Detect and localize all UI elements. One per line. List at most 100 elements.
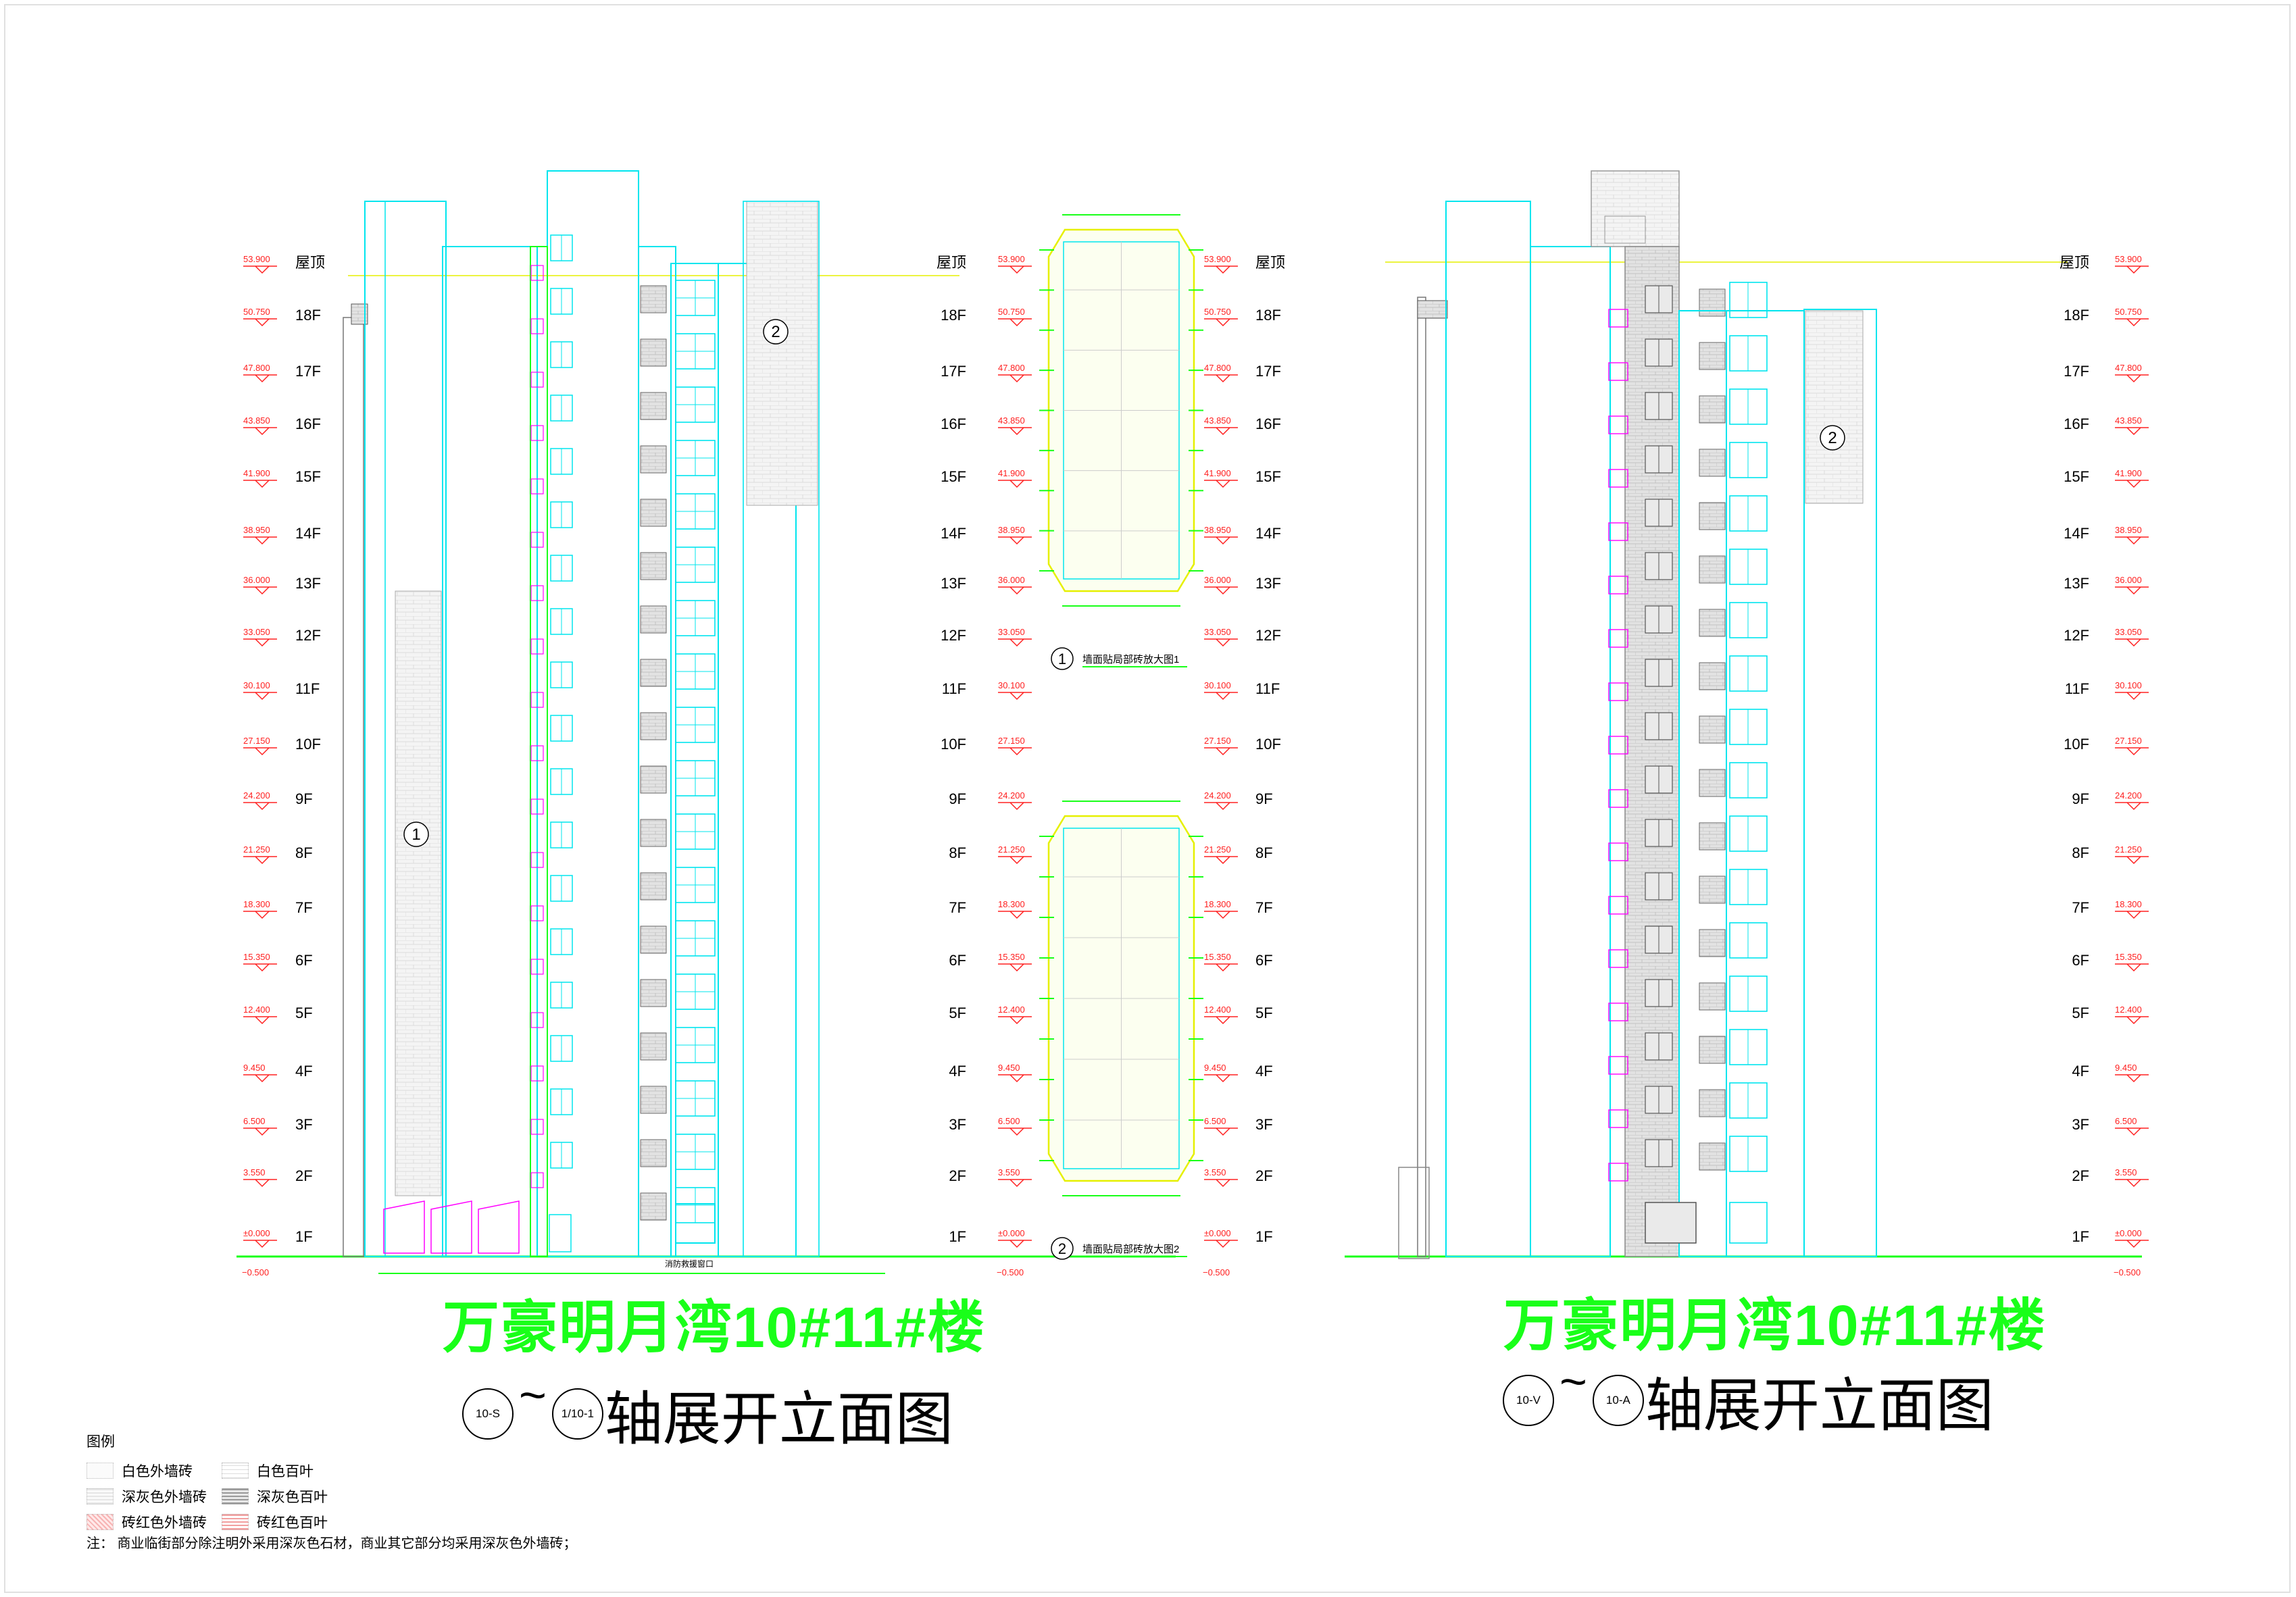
red-louver <box>1608 1056 1628 1075</box>
core <box>547 170 639 1257</box>
red-louver <box>530 1119 544 1135</box>
swatch-grey-tile <box>86 1488 114 1504</box>
level-value: 38.950 <box>1204 525 1231 535</box>
level-value: 47.800 <box>243 363 270 373</box>
red-louver <box>530 959 544 975</box>
level-marks: 屋顶18F17F16F15F14F13F12F11F10F9F8F7F6F5F4… <box>242 254 2149 1277</box>
block-b <box>442 246 538 1257</box>
block-d <box>1726 310 1805 1257</box>
red-louver <box>530 532 544 548</box>
floor-label: 2F <box>2072 1167 2089 1184</box>
right-elevation: 2 <box>1345 170 2142 1259</box>
balcony-rail <box>640 392 667 420</box>
balcony-rail <box>640 605 667 634</box>
level-value: 38.950 <box>998 525 1025 535</box>
level-value: 47.800 <box>2115 363 2142 373</box>
level-triangle <box>1216 374 1230 383</box>
detail-num-circle <box>1051 1237 1074 1260</box>
balcony-rail <box>1699 395 1726 424</box>
level-triangle <box>2126 1127 2141 1136</box>
legend: 图例 白色外墙砖 白色百叶 深灰色外墙砖 深灰色百叶 砖红色外墙砖 砖红色百叶 <box>86 1431 357 1532</box>
level-value: 6.500 <box>998 1116 1020 1126</box>
balcony-rail <box>640 659 667 687</box>
detail-num-2: 2 <box>1058 1240 1066 1257</box>
red-louver <box>1608 1109 1628 1128</box>
level-value: 53.900 <box>243 254 270 264</box>
red-louver <box>530 905 544 921</box>
level-value: 21.250 <box>1204 844 1231 855</box>
level-triangle <box>255 1016 270 1025</box>
floor-label: 2F <box>949 1167 966 1184</box>
level-value: ±0.000 <box>2115 1228 2142 1238</box>
entrance-label: 消防救援窗口 <box>665 1259 714 1269</box>
level-triangle <box>255 374 270 383</box>
floor-label: 3F <box>1255 1116 1273 1133</box>
mark-circle-1 <box>403 821 429 847</box>
swatch-white-tile <box>86 1463 114 1479</box>
red-louver <box>530 318 544 334</box>
red-louver <box>1608 789 1628 808</box>
floor-label: 8F <box>1255 844 1273 861</box>
block-a-inner <box>384 201 447 1257</box>
floor-label: 12F <box>941 627 966 644</box>
balcony-rail <box>1699 662 1726 690</box>
block-d <box>670 263 719 1257</box>
floor-label: 7F <box>295 899 313 916</box>
level-value: 33.050 <box>243 627 270 637</box>
floor-label: 14F <box>941 525 966 542</box>
floor-label: 18F <box>295 307 321 324</box>
floor-label: 1F <box>2072 1228 2089 1245</box>
level-value: 41.900 <box>1204 468 1231 478</box>
level-triangle <box>1216 318 1230 327</box>
level-value: 15.350 <box>998 952 1025 962</box>
balcony-rail <box>640 499 667 527</box>
level-triangle <box>1216 480 1230 488</box>
legend-item: 白色百叶 <box>222 1461 357 1481</box>
level-triangle <box>2126 480 2141 488</box>
floor-label: 14F <box>1255 525 1281 542</box>
level-triangle <box>1009 374 1024 383</box>
balcony-rail <box>1699 555 1726 584</box>
level-value: 15.350 <box>2115 952 2142 962</box>
floor-label: 5F <box>949 1005 966 1021</box>
floor-label: 3F <box>295 1116 313 1133</box>
red-louver <box>530 425 544 441</box>
swatch-grey-louver <box>222 1488 249 1504</box>
floor-label: 17F <box>1255 363 1281 380</box>
level-triangle <box>1216 1074 1230 1083</box>
balcony-rail <box>640 765 667 794</box>
red-louver <box>1608 576 1628 594</box>
level-triangle <box>255 856 270 865</box>
level-value: 18.300 <box>243 899 270 909</box>
balcony-rail <box>1699 982 1726 1011</box>
balcony-rail <box>640 1139 667 1167</box>
level-value: 21.250 <box>2115 844 2142 855</box>
level-triangle <box>2126 536 2141 545</box>
level-triangle <box>2126 1179 2141 1188</box>
tilde: ~ <box>519 1368 547 1421</box>
red-louver <box>530 745 544 761</box>
side-wall <box>1417 297 1426 1257</box>
floor-label: 屋顶 <box>937 254 966 271</box>
floor-label: 15F <box>2064 468 2089 485</box>
level-triangle <box>1216 911 1230 919</box>
red-louver <box>1608 949 1628 968</box>
shop-canopy <box>478 1200 520 1254</box>
level-triangle <box>1216 1240 1230 1248</box>
level-value: 3.550 <box>1204 1167 1226 1177</box>
level-triangle <box>1009 536 1024 545</box>
level-triangle <box>1009 318 1024 327</box>
stair-door <box>549 1214 572 1252</box>
floor-label: 8F <box>2072 844 2089 861</box>
level-triangle <box>1009 638 1024 647</box>
balcony-rail <box>1699 876 1726 904</box>
floor-label: 9F <box>2072 790 2089 807</box>
floor-label: 屋顶 <box>2060 254 2089 271</box>
floor-label: 16F <box>1255 415 1281 432</box>
floor-label: 11F <box>942 680 966 697</box>
red-louver <box>1608 469 1628 488</box>
floor-label: 4F <box>295 1063 313 1080</box>
level-triangle <box>2126 374 2141 383</box>
level-triangle <box>1009 1127 1024 1136</box>
